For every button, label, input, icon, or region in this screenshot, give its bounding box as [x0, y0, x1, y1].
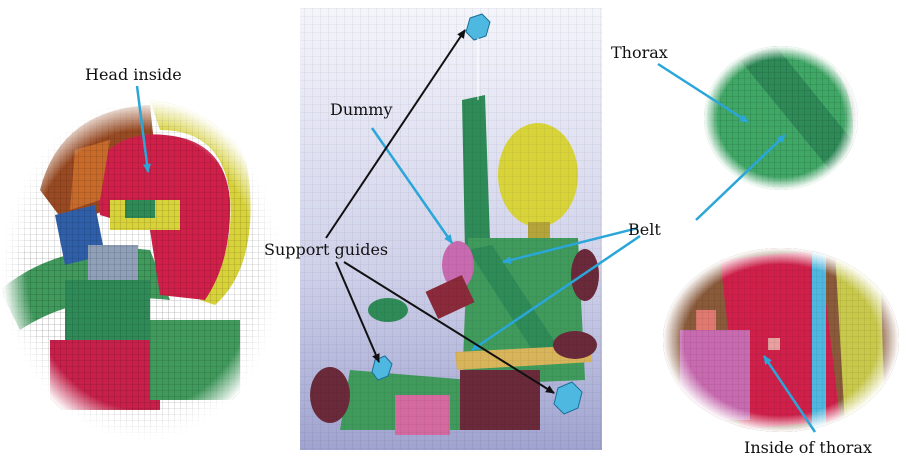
- support-guide-icon: [466, 14, 490, 40]
- dummy-view: [300, 8, 602, 450]
- inside-of-thorax-label: Inside of thorax: [744, 440, 872, 456]
- belt-label: Belt: [628, 222, 661, 238]
- dummy-label: Dummy: [330, 102, 393, 118]
- support-guides-label: Support guides: [264, 242, 388, 258]
- head-inside-label: Head inside: [85, 67, 182, 83]
- thorax-label: Thorax: [611, 45, 668, 61]
